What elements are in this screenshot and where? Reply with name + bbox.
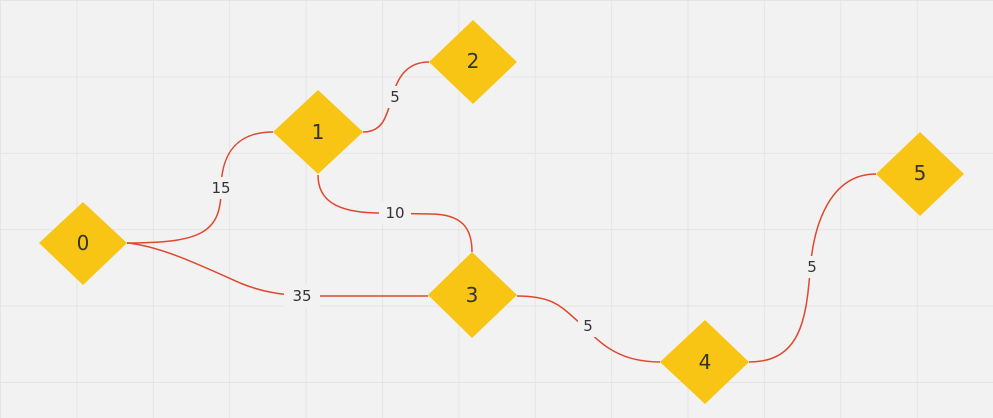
- node-diamond: [429, 20, 517, 104]
- edge-0-3: [126, 242, 428, 297]
- node-label-5: 5: [914, 161, 927, 185]
- edge-weight-3-4: 5: [583, 317, 593, 335]
- node-3[interactable]: 3: [428, 252, 517, 338]
- node-label-0: 0: [77, 231, 90, 255]
- edge-weight-1-2: 5: [390, 88, 400, 106]
- edge-label-bg: [379, 202, 411, 224]
- node-diamond: [39, 202, 127, 285]
- edge-label-bg: [284, 285, 320, 307]
- edge-0-1: [126, 131, 274, 244]
- node-label-2: 2: [467, 49, 480, 73]
- node-0[interactable]: 0: [39, 202, 127, 285]
- edge-1-3: [317, 174, 473, 253]
- node-diamond: [660, 320, 749, 404]
- nodes-layer: 0 1 2 3 4 5: [39, 20, 964, 404]
- edge-label-bg: [206, 177, 236, 199]
- edge-weight-0-3: 35: [292, 287, 311, 305]
- edge-label-bg: [385, 86, 405, 108]
- node-label-1: 1: [312, 120, 325, 144]
- node-diamond: [876, 132, 964, 216]
- node-diamond: [273, 90, 363, 174]
- edge-label-bg: [578, 315, 598, 337]
- node-label-3: 3: [466, 283, 479, 307]
- edges-layer: [126, 61, 877, 363]
- edge-labels-layer: 15 35 5 10 5 5: [206, 86, 822, 337]
- node-label-4: 4: [699, 350, 712, 374]
- node-2[interactable]: 2: [429, 20, 517, 104]
- edge-label-bg: [802, 256, 822, 278]
- node-4[interactable]: 4: [660, 320, 749, 404]
- edge-weight-1-3: 10: [385, 204, 404, 222]
- node-5[interactable]: 5: [876, 132, 964, 216]
- edge-weight-4-5: 5: [807, 258, 817, 276]
- edge-weight-0-1: 15: [211, 179, 230, 197]
- node-1[interactable]: 1: [273, 90, 363, 174]
- node-diamond: [428, 252, 517, 338]
